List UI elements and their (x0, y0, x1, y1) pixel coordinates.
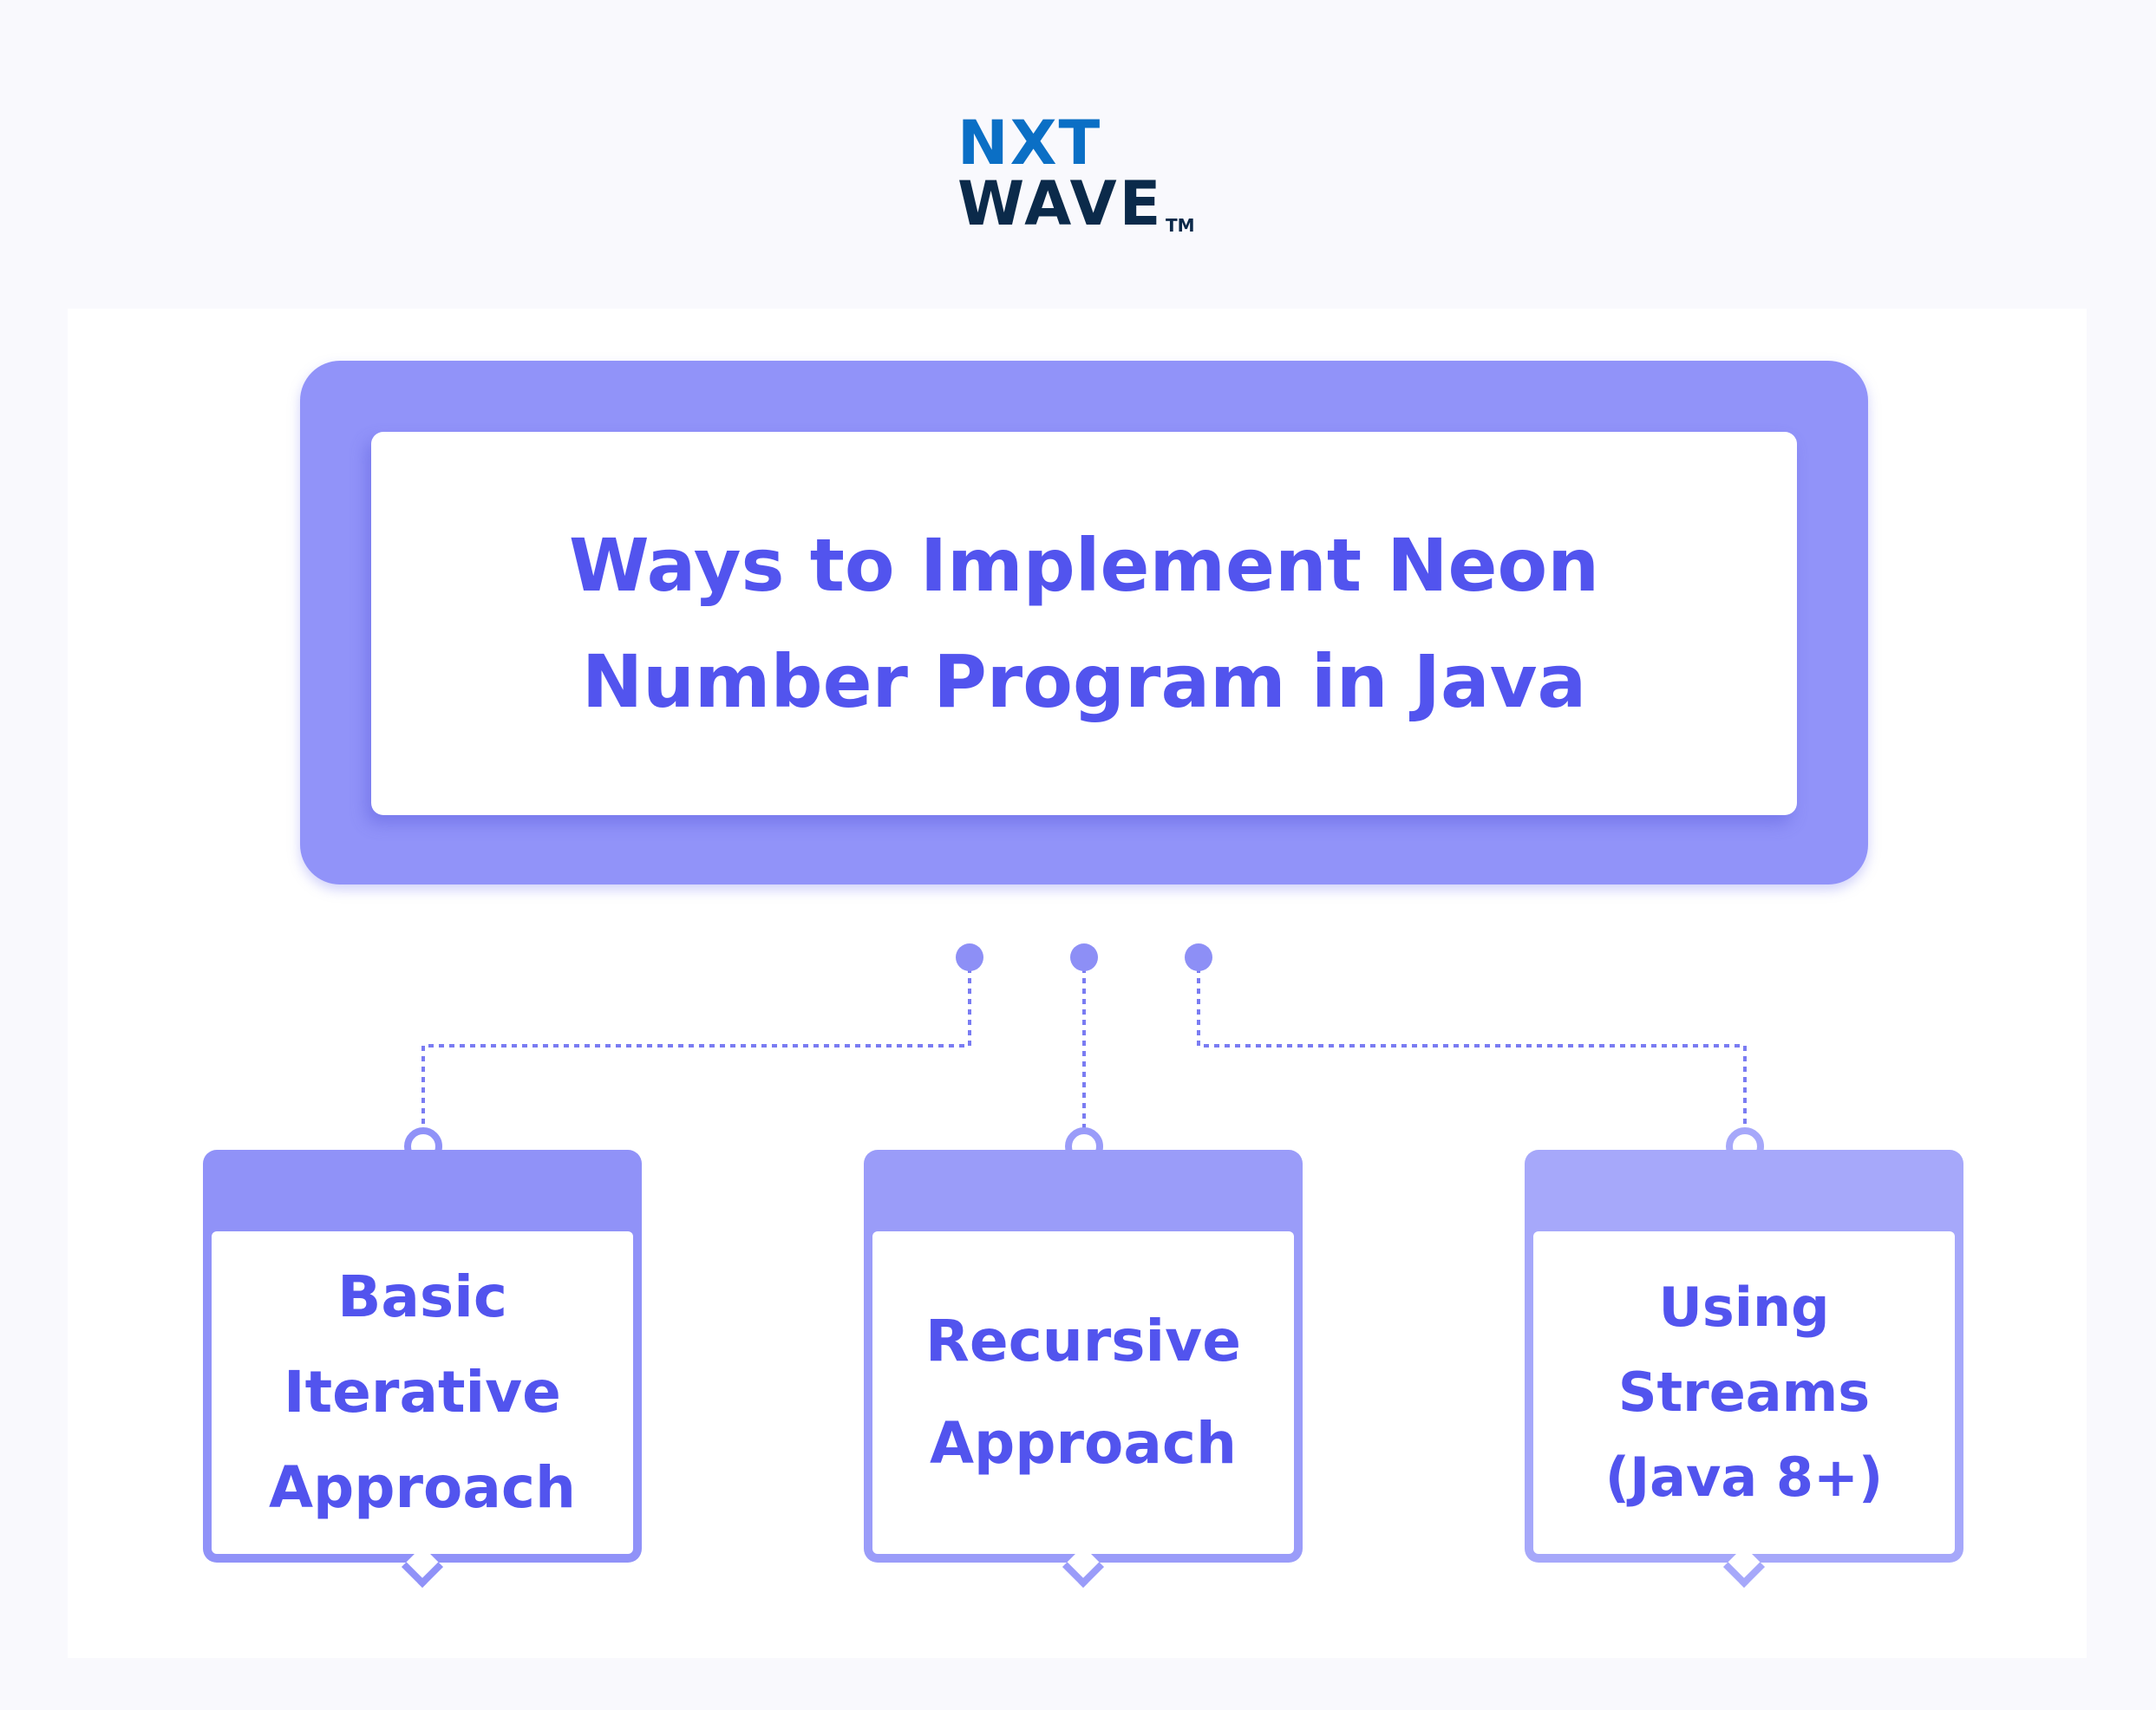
card-body: Basic Iterative Approach (212, 1231, 633, 1554)
card-body: Using Streams (Java 8+) (1533, 1231, 1955, 1554)
card-body: Recursive Approach (872, 1231, 1294, 1554)
title-box: Ways to Implement Neon Number Program in… (371, 432, 1797, 815)
approach-label: Using Streams (Java 8+) (1604, 1276, 1884, 1509)
approach-card-streams: Using Streams (Java 8+) (1525, 1150, 1963, 1589)
approach-card-recursive: Recursive Approach (864, 1150, 1303, 1589)
title-frame: Ways to Implement Neon Number Program in… (300, 361, 1868, 884)
logo-line-wave: WAVE (957, 168, 1164, 239)
diagram-title: Ways to Implement Neon Number Program in… (568, 523, 1600, 724)
approach-label: Recursive Approach (925, 1308, 1241, 1477)
connector-right (1197, 957, 1747, 1145)
connector-dot-right (1185, 943, 1212, 971)
approach-label: Basic Iterative Approach (268, 1263, 577, 1521)
approach-card-iterative: Basic Iterative Approach (203, 1150, 642, 1589)
nxtwave-logo: NXT WAVE TM (957, 113, 1209, 243)
connector-left (421, 957, 971, 1145)
logo-line-nxt: NXT (957, 108, 1102, 179)
connector-dot-middle (1070, 943, 1098, 971)
connector-dot-left (956, 943, 983, 971)
logo-trademark: TM (1166, 215, 1195, 236)
